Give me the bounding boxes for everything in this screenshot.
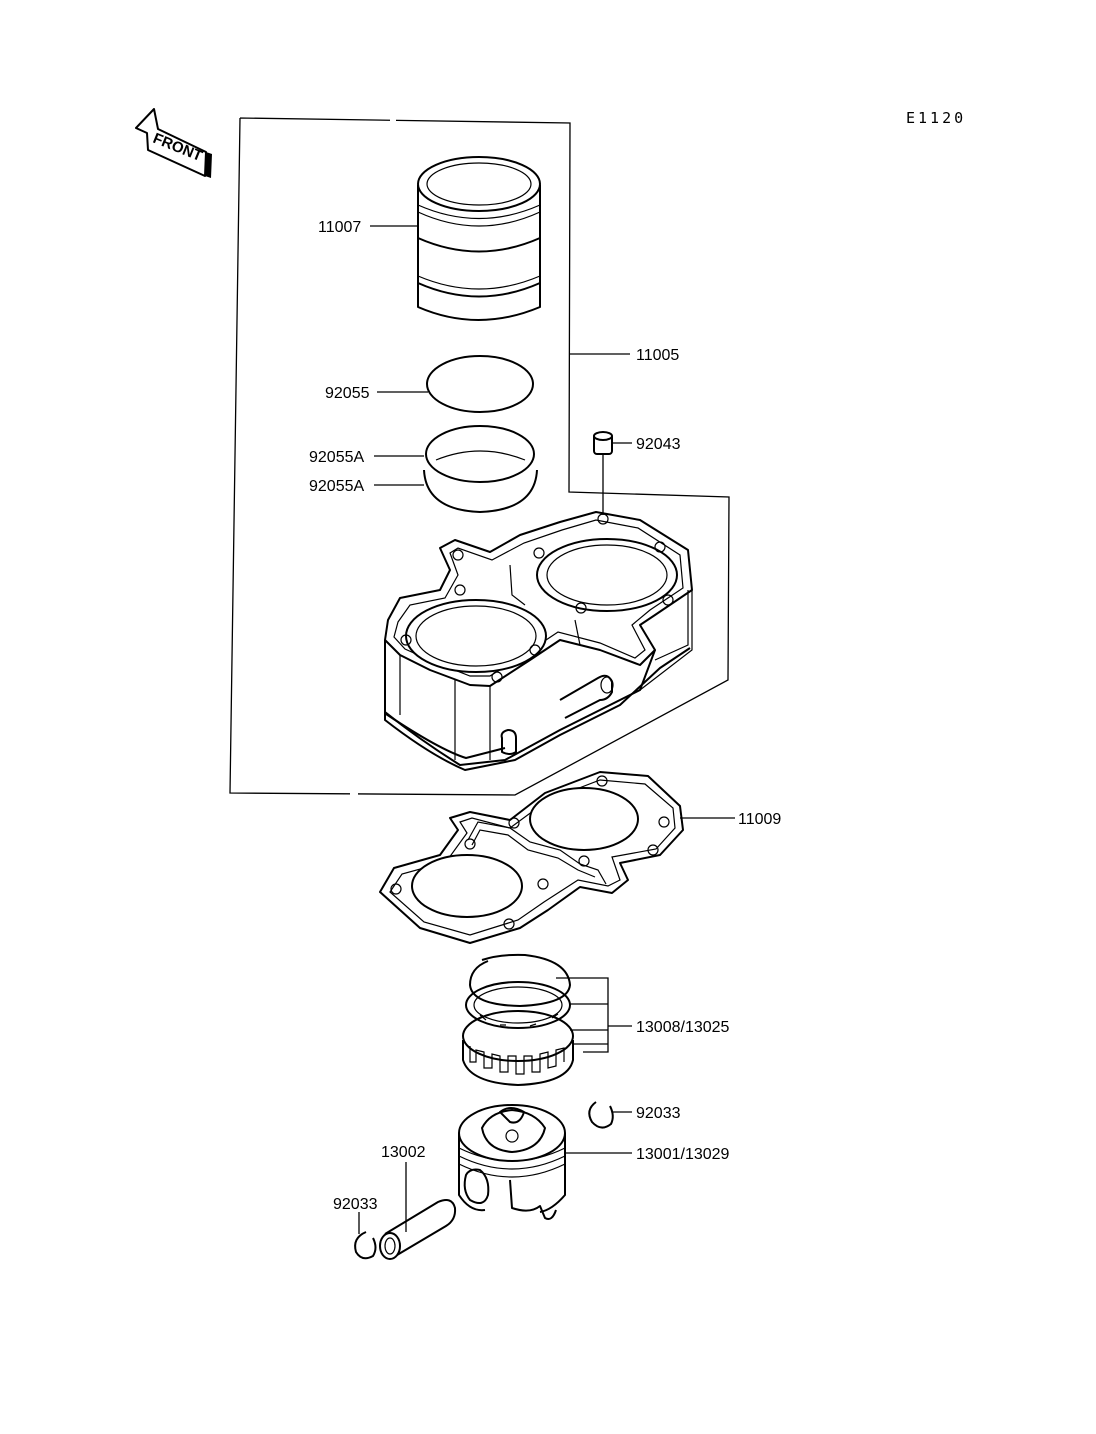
label-92055a-2: 92055A [309,478,364,495]
label-11005: 11005 [636,347,679,364]
label-13008-13025: 13008/13025 [636,1019,730,1036]
cylinder-block [384,511,693,771]
leader-lines [358,225,735,1234]
circlip-92033-right [588,1101,614,1129]
o-rings-92055a [423,425,538,513]
piston-pin-13002 [379,1199,457,1260]
label-13001-13029: 13001/13029 [636,1146,730,1163]
dowel-pin-92043 [593,431,613,515]
piston-13001-13029 [458,1104,566,1220]
assembly-outline-11005 [229,117,730,796]
piston-rings-13008-13025 [462,953,574,1086]
label-92043: 92043 [636,436,681,453]
label-92033-right: 92033 [636,1105,681,1122]
label-11007: 11007 [318,219,361,236]
diagram-code: E1120 [906,109,966,127]
label-13002: 13002 [381,1144,426,1161]
front-arrow-label: FRONT [151,130,205,165]
front-arrow-icon: FRONT [135,108,212,178]
label-92055a-1: 92055A [309,449,364,466]
label-92033-left: 92033 [333,1196,378,1213]
head-gasket-11009 [379,771,684,944]
cylinder-sleeve-11007 [417,156,541,321]
label-11009: 11009 [738,811,781,828]
circlip-92033-left [354,1231,377,1260]
label-92055: 92055 [325,385,370,402]
o-ring-92055 [426,355,534,413]
